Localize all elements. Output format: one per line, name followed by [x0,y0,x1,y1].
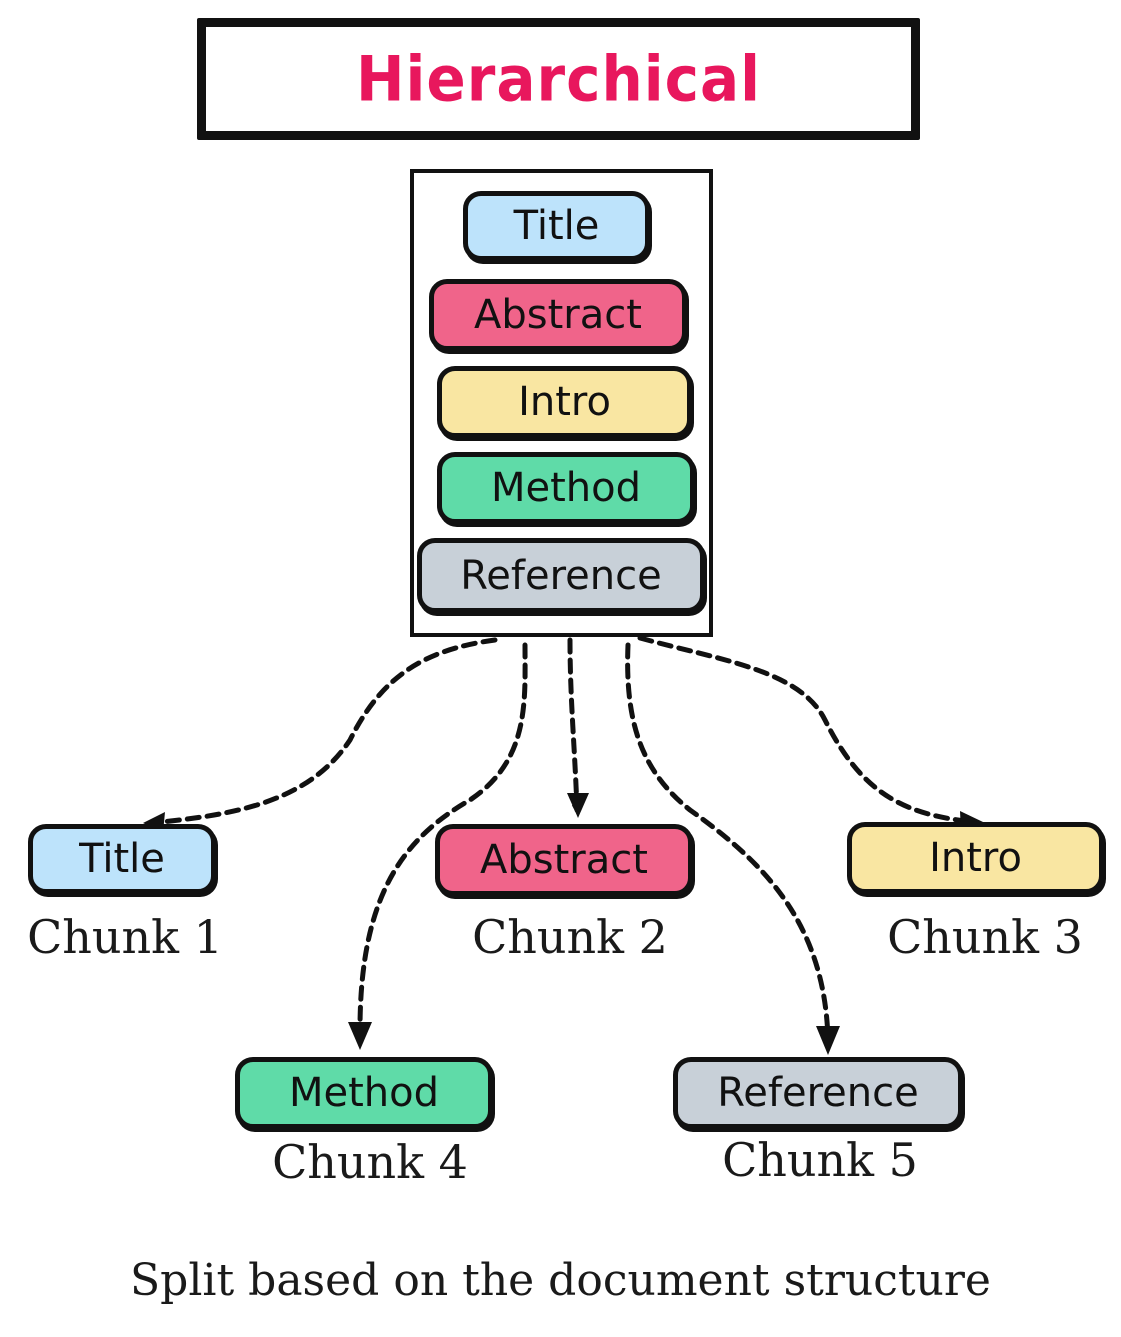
chunk-2-label: Chunk 2 [472,910,668,964]
arrow-to-chunk-4 [355,642,528,1035]
arrow-to-chunk-3 [637,635,980,827]
doc-section-method: Method [437,452,695,524]
chunk-5-pill: Reference [673,1057,963,1129]
arrow-to-chunk-2 [567,637,582,815]
chunk-4-pill: Method [235,1057,493,1129]
doc-section-intro: Intro [437,366,692,438]
chunk-5-label: Chunk 5 [722,1133,918,1187]
doc-section-reference: Reference [417,538,705,613]
heading-text: Hierarchical [355,42,762,116]
arrow-to-chunk-5 [625,642,833,1045]
arrowhead-chunk-2 [567,793,589,818]
chunk-2-pill: Abstract [435,824,693,896]
heading-box: Hierarchical [197,18,920,140]
chunk-3-label: Chunk 3 [887,910,1083,964]
chunk-1-label: Chunk 1 [27,910,223,964]
caption: Split based on the document structure [130,1255,991,1306]
arrowhead-chunk-4 [348,1022,372,1050]
chunk-1-pill: Title [28,824,216,894]
arrow-to-chunk-1 [145,637,498,828]
chunk-3-pill: Intro [847,822,1104,894]
doc-section-abstract: Abstract [429,279,687,351]
arrowhead-chunk-5 [816,1026,840,1055]
doc-section-title: Title [463,191,650,261]
chunk-4-label: Chunk 4 [272,1135,468,1189]
